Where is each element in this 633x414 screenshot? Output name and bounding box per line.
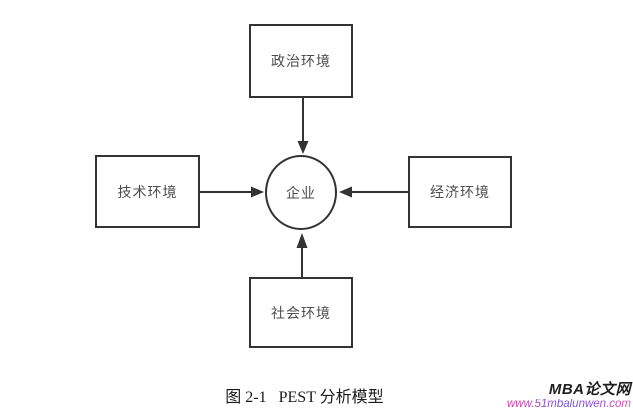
- arrow-down-head: [297, 141, 309, 154]
- node-label: 社会环境: [271, 304, 331, 321]
- figure-caption: 图 2-1 PEST 分析模型: [225, 389, 384, 406]
- arrow-political-to-enterprise: [297, 98, 309, 154]
- node-label: 技术环境: [117, 183, 178, 200]
- arrow-economic-to-enterprise: [339, 186, 408, 198]
- node-label: 经济环境: [430, 184, 490, 200]
- node-enterprise-circle: 企业: [265, 155, 337, 230]
- node-economic-environment: 经济环境: [408, 156, 512, 228]
- node-technological-environment: 技术环境: [95, 155, 200, 228]
- node-political-environment: 政治环境: [249, 24, 353, 98]
- arrow-social-to-enterprise: [296, 233, 308, 277]
- node-label: 政治环境: [271, 53, 331, 69]
- arrow-technological-to-enterprise: [200, 186, 264, 198]
- watermark: MBA论文网 www.51mbalunwen.com: [507, 382, 631, 411]
- arrow-right-head: [251, 186, 264, 198]
- node-social-environment: 社会环境: [249, 277, 353, 348]
- node-label: 企业: [286, 184, 316, 201]
- arrow-up-head: [296, 233, 308, 248]
- watermark-site-name: MBA论文网: [548, 381, 631, 398]
- watermark-site-url: www.51mbalunwen.com: [506, 398, 631, 410]
- arrow-left-head: [339, 186, 352, 198]
